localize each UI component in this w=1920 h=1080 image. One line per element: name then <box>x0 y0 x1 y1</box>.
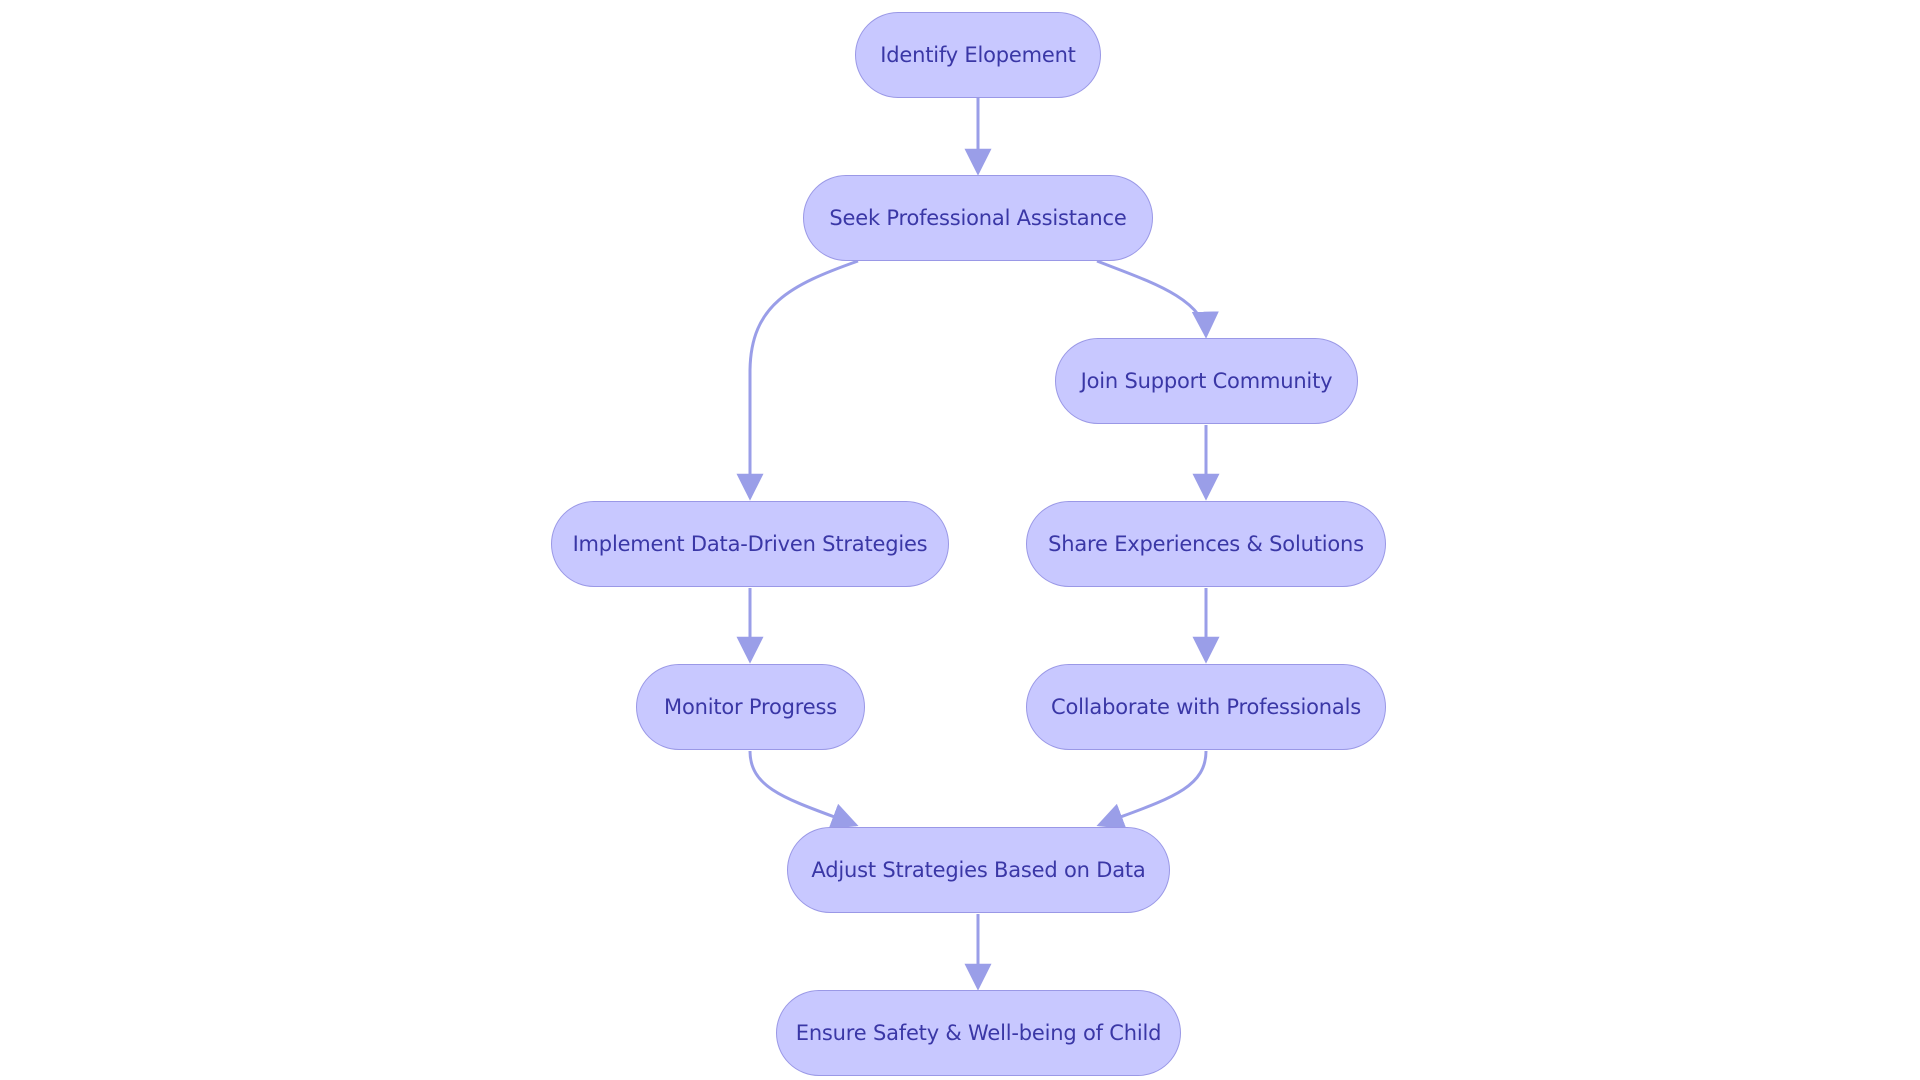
node-join-support-community[interactable]: Join Support Community <box>1055 338 1358 424</box>
node-share-experiences-solutions[interactable]: Share Experiences & Solutions <box>1026 501 1386 587</box>
node-identify-elopement[interactable]: Identify Elopement <box>855 12 1101 98</box>
node-ensure-safety-well-being[interactable]: Ensure Safety & Well-being of Child <box>776 990 1181 1076</box>
edge-seek-to-implement <box>736 259 859 501</box>
node-monitor-progress[interactable]: Monitor Progress <box>636 664 865 750</box>
edge-seek-to-join <box>1096 259 1219 339</box>
node-adjust-strategies-based-on-data[interactable]: Adjust Strategies Based on Data <box>787 827 1170 913</box>
node-implement-data-driven-strategies[interactable]: Implement Data-Driven Strategies <box>551 501 949 587</box>
edge-collaborate-to-adjust <box>1096 750 1208 830</box>
node-seek-professional-assistance[interactable]: Seek Professional Assistance <box>803 175 1153 261</box>
node-collaborate-with-professionals[interactable]: Collaborate with Professionals <box>1026 664 1386 750</box>
edge-monitor-to-adjust <box>748 750 859 830</box>
